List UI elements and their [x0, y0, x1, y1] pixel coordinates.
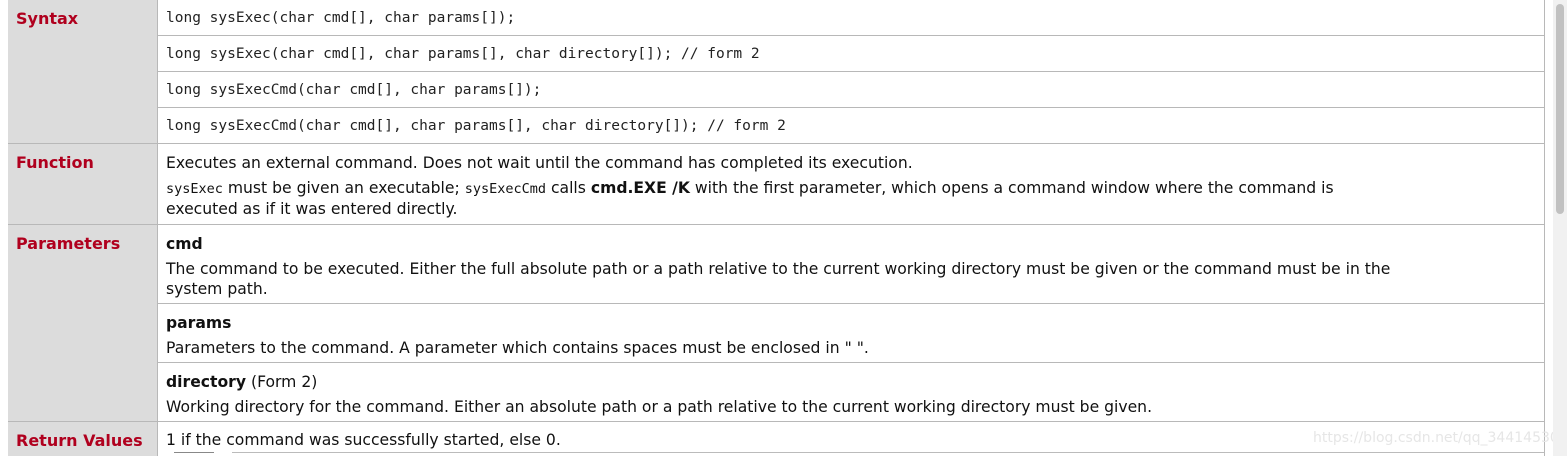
syntax-line: long sysExec(char cmd[], char params[]);: [166, 10, 516, 26]
syntax-label: Syntax: [16, 9, 79, 28]
cmd-exe-bold: cmd.EXE /K: [590, 179, 690, 197]
parameters-label-cell: Parameters: [8, 225, 158, 421]
scrollbar-thumb[interactable]: [1556, 4, 1564, 214]
code-sysexeccmd: sysExecCmd: [464, 181, 546, 197]
param-desc: Parameters to the command. A parameter w…: [166, 339, 869, 357]
row-divider: [8, 421, 1545, 422]
code-sysexec: sysExec: [166, 181, 223, 197]
parameters-label: Parameters: [16, 234, 121, 253]
function-text: calls: [545, 179, 591, 197]
syntax-label-cell: Syntax: [8, 0, 158, 143]
syntax-line: long sysExecCmd(char cmd[], char params[…: [166, 82, 542, 98]
param-name-params: params: [166, 314, 232, 332]
function-text: with the first parameter, which opens a …: [689, 179, 1334, 197]
function-details: sysExec must be given an executable; sys…: [166, 178, 1334, 200]
function-description: Executes an external command. Does not w…: [166, 154, 913, 172]
param-suffix: (Form 2): [246, 373, 318, 391]
param-desc: system path.: [166, 280, 268, 298]
next-row-hint: [232, 452, 1545, 457]
param-desc: The command to be executed. Either the f…: [166, 260, 1391, 278]
function-details-line2: executed as if it was entered directly.: [166, 200, 458, 218]
param-name: params: [166, 313, 231, 334]
param-name: directory (Form 2): [166, 372, 317, 393]
watermark: https://blog.csdn.net/qq_34414530: [1313, 430, 1559, 446]
param-desc: Working directory for the command. Eithe…: [166, 398, 1153, 416]
row-divider: [8, 224, 1545, 225]
function-text: must be given an executable;: [222, 179, 465, 197]
syntax-line: long sysExec(char cmd[], char params[], …: [166, 46, 760, 62]
function-label: Function: [16, 153, 94, 172]
return-values-text: 1 if the command was successfully starte…: [166, 431, 561, 449]
next-row-hint: [174, 452, 214, 457]
vertical-scrollbar[interactable]: [1553, 0, 1567, 456]
cell-divider: [158, 35, 1545, 36]
param-name-cmd: cmd: [166, 235, 203, 253]
cell-divider: [158, 303, 1545, 304]
row-divider: [8, 143, 1545, 144]
cell-divider: [158, 362, 1545, 363]
return-values-label: Return Values: [16, 431, 143, 450]
cell-divider: [158, 71, 1545, 72]
return-values-label-cell: Return Values: [8, 422, 158, 456]
function-label-cell: Function: [8, 144, 158, 224]
syntax-line: long sysExecCmd(char cmd[], char params[…: [166, 118, 786, 134]
cell-divider: [158, 107, 1545, 108]
param-name: cmd: [166, 234, 203, 255]
param-name-directory: directory: [166, 373, 247, 391]
